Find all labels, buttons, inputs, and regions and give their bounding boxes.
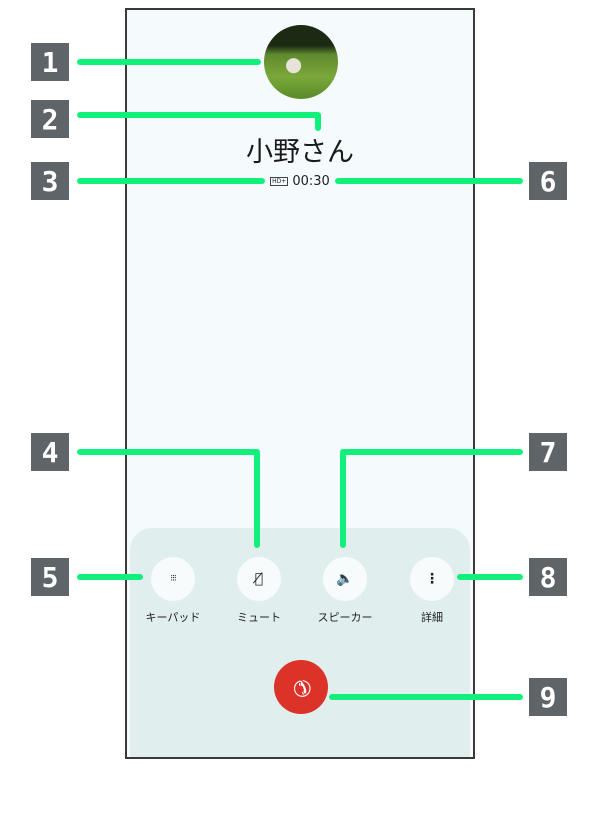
callout-badge-1: 1 [31,43,69,81]
callout-badge-7: 7 [529,433,567,471]
mute-label: ミュート [237,611,281,624]
call-screen: 小野さん HD+00:30 ⁝⁝⁝ キーパッド 🎙̸ ミュート 🔈 スピーカー … [125,8,475,759]
call-status: HD+00:30 [127,174,473,189]
callout-line-2 [77,112,321,131]
callout-line-4 [77,449,260,548]
callout-badge-4: 4 [31,433,69,471]
dialpad-icon: ⁝⁝⁝ [170,573,177,584]
more-label: 詳細 [421,611,443,624]
callout-line-7 [340,449,523,548]
speaker-icon: 🔈 [336,571,354,587]
callout-badge-8: 8 [529,558,567,596]
callout-badge-6: 6 [529,162,567,200]
end-call-button[interactable]: ✆ [274,660,328,714]
mic-off-icon: 🎙̸ [254,571,264,587]
callout-badge-2: 2 [31,100,69,138]
more-button[interactable]: ⋮ [410,557,454,601]
call-duration: 00:30 [292,174,330,189]
contact-name: 小野さん [246,137,354,168]
keypad-label: キーパッド [145,611,201,624]
contact-avatar [264,25,338,99]
speaker-button[interactable]: 🔈 [323,557,367,601]
keypad-button[interactable]: ⁝⁝⁝ [151,557,195,601]
more-vert-icon: ⋮ [425,571,439,587]
speaker-label: スピーカー [317,611,373,624]
callout-badge-5: 5 [31,558,69,596]
callout-badge-9: 9 [529,678,567,716]
hd-voice-icon: HD+ [270,177,289,186]
call-controls-panel: ⁝⁝⁝ キーパッド 🎙̸ ミュート 🔈 スピーカー ⋮ 詳細 [130,528,470,757]
callout-badge-3: 3 [31,162,69,200]
mute-button[interactable]: 🎙̸ [237,557,281,601]
